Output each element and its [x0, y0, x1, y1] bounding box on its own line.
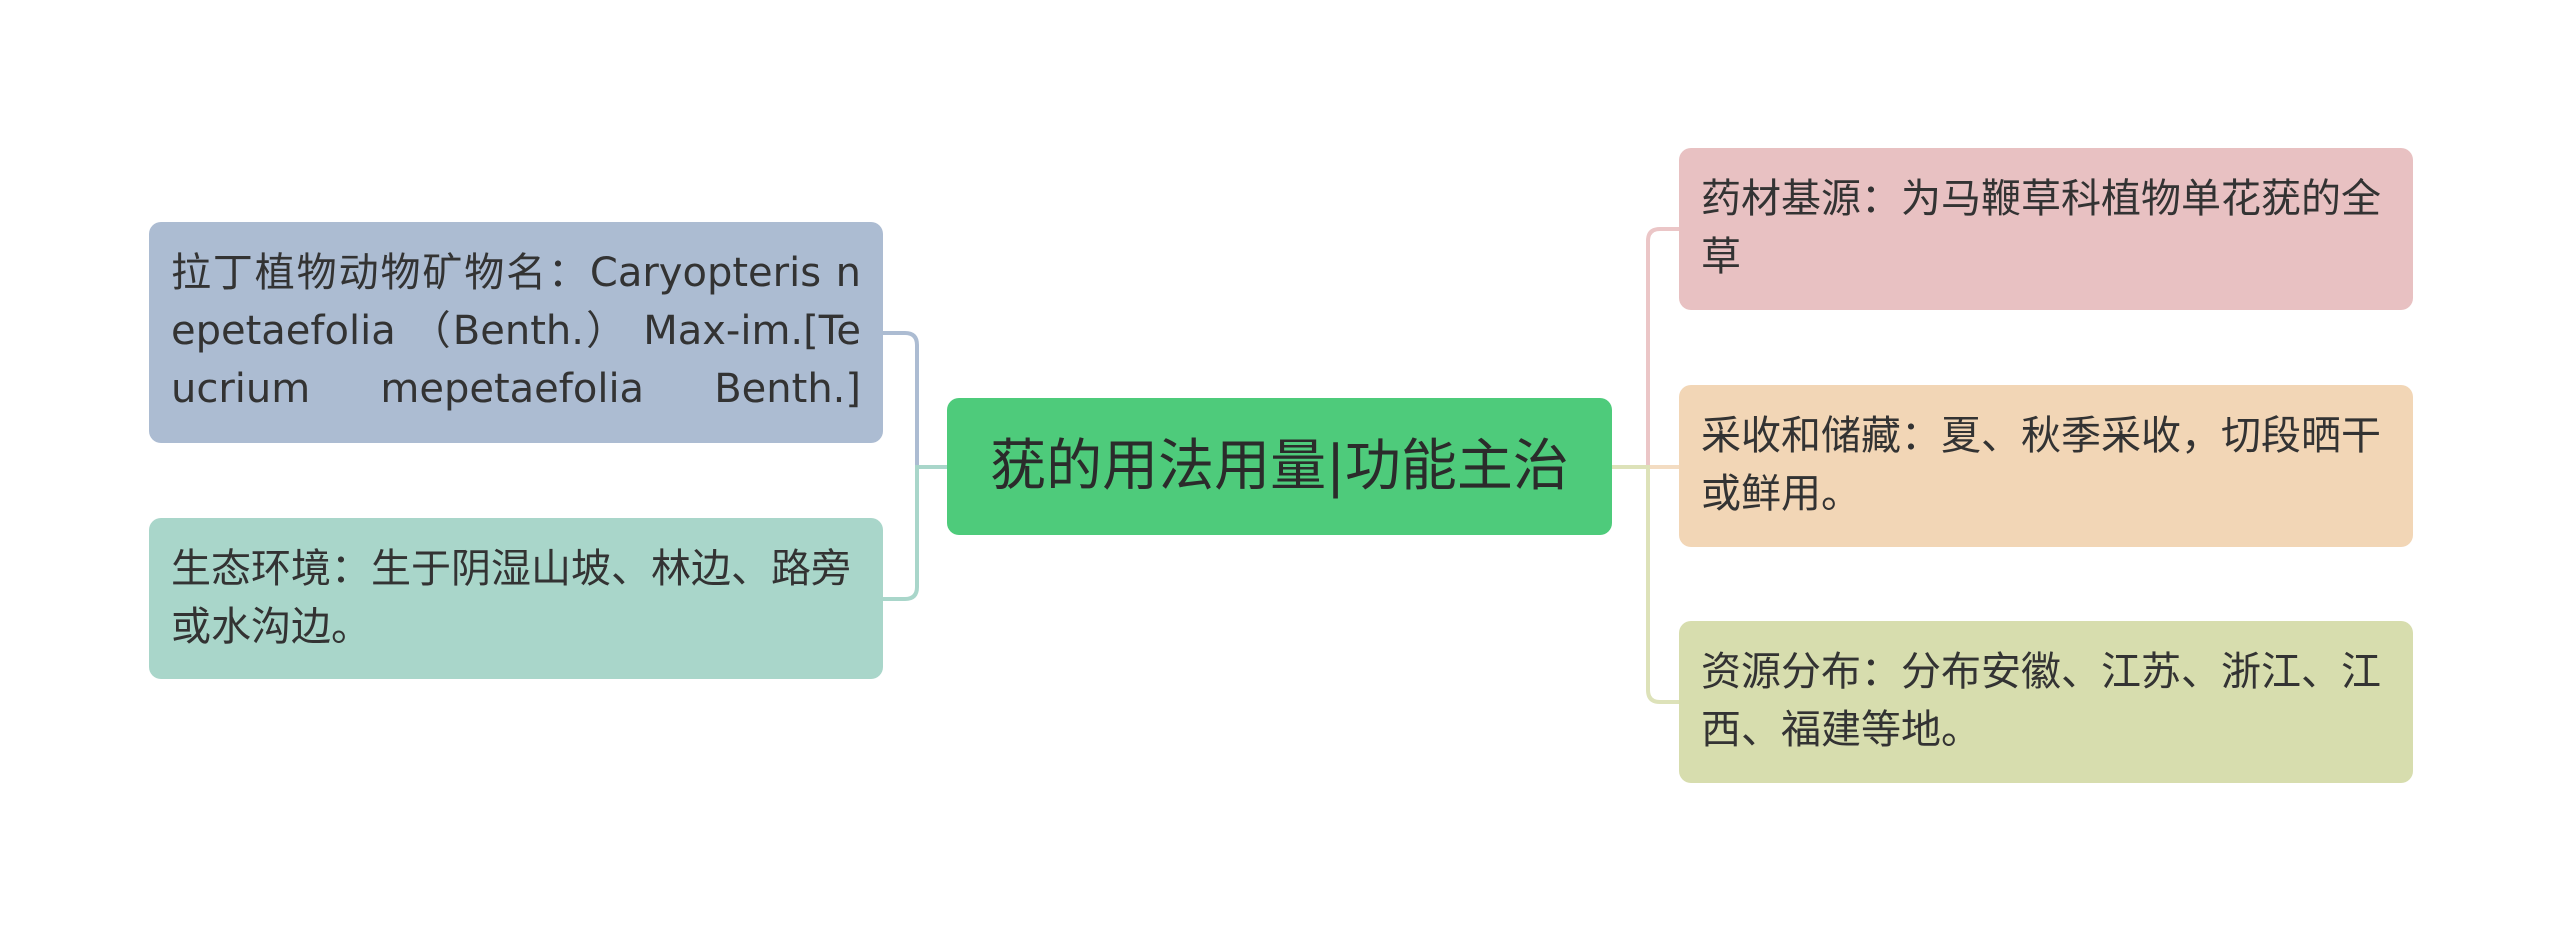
branch-node-habitat[interactable]: 生态环境：生于阴湿山坡、林边、路旁或水沟边。	[149, 518, 883, 679]
branch-label-habitat: 生态环境：生于阴湿山坡、林边、路旁或水沟边。	[171, 546, 851, 650]
connector-root-to-source	[1612, 227, 1679, 469]
branch-label-distribution: 资源分布：分布安徽、江苏、浙江、江西、福建等地。	[1701, 649, 2381, 753]
branch-node-distribution[interactable]: 资源分布：分布安徽、江苏、浙江、江西、福建等地。	[1679, 621, 2413, 783]
connector-root-to-habitat	[883, 465, 947, 601]
connector-root-to-latin-name	[883, 331, 947, 469]
branch-label-source: 药材基源：为马鞭草科植物单花莸的全草	[1701, 176, 2381, 280]
branch-node-latin-name[interactable]: 拉丁植物动物矿物名：Caryopteris nepetaefolia （Bent…	[149, 222, 883, 443]
branch-label-latin-name: 拉丁植物动物矿物名：Caryopteris nepetaefolia （Bent…	[171, 250, 861, 412]
root-topic-node[interactable]: 莸的用法用量|功能主治	[947, 398, 1612, 535]
branch-node-harvest-storage[interactable]: 采收和储藏：夏、秋季采收，切段晒干或鲜用。	[1679, 385, 2413, 547]
branch-node-source[interactable]: 药材基源：为马鞭草科植物单花莸的全草	[1679, 148, 2413, 310]
root-topic-label: 莸的用法用量|功能主治	[990, 433, 1569, 499]
connector-root-to-distribution	[1612, 465, 1679, 704]
branch-label-harvest-storage: 采收和储藏：夏、秋季采收，切段晒干或鲜用。	[1701, 413, 2381, 517]
